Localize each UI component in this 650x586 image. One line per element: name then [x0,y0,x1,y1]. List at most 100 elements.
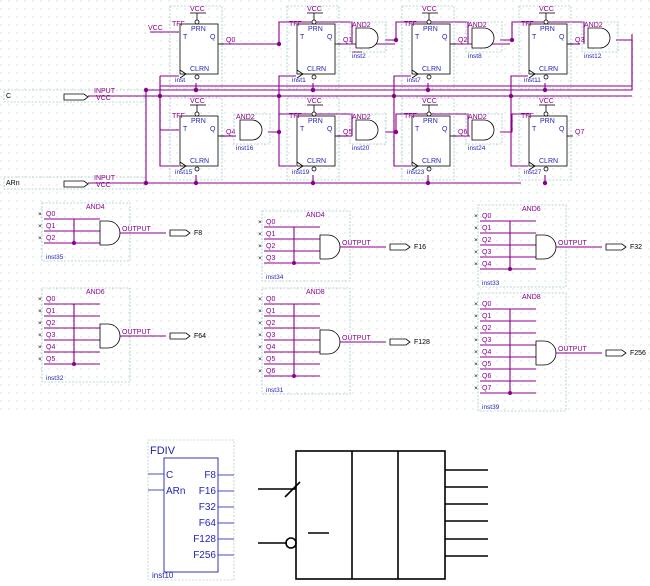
and-output-type: OUTPUT [342,335,372,342]
tff-prn-label: PRN [191,118,206,125]
and-input-label: Q3 [266,255,275,262]
and-input-label: Q7 [482,385,491,392]
tff-t-label: T [532,34,537,41]
input-pin-type: INPUT [94,88,116,95]
and-input-x-icon: × [474,373,478,380]
and2-inst: inst20 [352,145,370,152]
and-gate-inst: inst32 [46,375,64,382]
tff-inst-label: inst27 [524,169,542,176]
tff-output-label: Q3 [575,37,584,44]
and-input-label: Q4 [46,344,55,351]
tff-t-label: T [415,126,420,133]
and-input-label: Q0 [266,219,275,226]
tff-output-label: Q6 [458,129,467,136]
tff-type-label: TFF [172,21,185,28]
and-gate-name: AND8 [522,294,541,301]
tff-q-label: Q [559,126,565,133]
and-gate-name: AND4 [306,212,325,219]
and-input-x-icon: × [474,213,478,220]
and-output-name: F32 [630,244,642,251]
and-input-x-icon: × [474,325,478,332]
tff-prn-label: PRN [423,118,438,125]
and-input-label: Q3 [266,332,275,339]
and-input-label: Q1 [46,223,55,230]
and-output-name: F64 [194,333,206,340]
and-gate-inst: inst35 [46,254,64,261]
tff-t-label: T [300,34,305,41]
input-pin-type: INPUT [94,175,116,182]
tff-vcc-label: VCC [422,6,437,13]
tff-output-label: Q0 [226,37,235,44]
and2-name: AND2 [236,114,255,121]
input-pin-vcc: VCC [96,182,111,189]
and2-gate[interactable]: AND2 inst16 [233,113,271,152]
tff-output-label: Q5 [343,129,352,136]
tff-vcc-label: VCC [190,6,205,13]
and2-inst: inst16 [236,145,254,152]
and-input-label: Q4 [482,349,491,356]
and2-name: AND2 [352,114,371,121]
and-input-x-icon: × [258,308,262,315]
and-input-label: Q3 [482,337,491,344]
and-input-x-icon: × [258,255,262,262]
and2-gate[interactable]: AND2 inst20 [349,113,387,152]
and-input-label: Q5 [46,356,55,363]
vcc-label: VCC [148,25,163,32]
and-output-type: OUTPUT [122,226,152,233]
and-gate-f256[interactable]: AND8×Q0×Q1×Q2×Q3×Q4×Q5×Q6×Q7OUTPUTF256in… [474,292,646,412]
and-input-x-icon: × [474,225,478,232]
and-input-x-icon: × [258,344,262,351]
and-gate-inst: inst34 [266,274,284,281]
and2-name: AND2 [352,22,371,29]
and-input-label: Q5 [482,361,491,368]
and-input-label: Q3 [46,332,55,339]
tff-type-label: TFF [404,21,417,28]
tff-vcc-label: VCC [539,98,554,105]
tff-q-label: Q [442,34,448,41]
and-gate-f128[interactable]: AND8×Q0×Q1×Q2×Q3×Q4×Q5×Q6OUTPUTF128inst3… [258,287,430,395]
tff-vcc-label: VCC [307,6,322,13]
tff-type-label: TFF [404,113,417,120]
tff-clrn-label: CLRN [307,158,326,165]
tff-output-label: Q4 [226,129,235,136]
and2-inst: inst24 [468,145,486,152]
and-input-x-icon: × [38,344,42,351]
tff-q-label: Q [559,34,565,41]
tff-prn-label: PRN [191,26,206,33]
tff-q-label: Q [210,126,216,133]
and-input-label: Q1 [46,308,55,315]
and-input-x-icon: × [258,219,262,226]
and-input-x-icon: × [38,320,42,327]
and-output-name: F16 [414,244,426,251]
tff-vcc-label: VCC [307,98,322,105]
and2-inst: inst12 [584,53,602,60]
and-input-x-icon: × [258,320,262,327]
tff-inst-label: inst23 [407,169,425,176]
and-input-x-icon: × [38,332,42,339]
input-pin-vcc: VCC [96,95,111,102]
tff-output-label: Q1 [343,37,352,44]
and-input-x-icon: × [474,361,478,368]
and-output-type: OUTPUT [122,329,152,336]
and-input-x-icon: × [258,231,262,238]
and-input-label: Q6 [482,373,491,380]
